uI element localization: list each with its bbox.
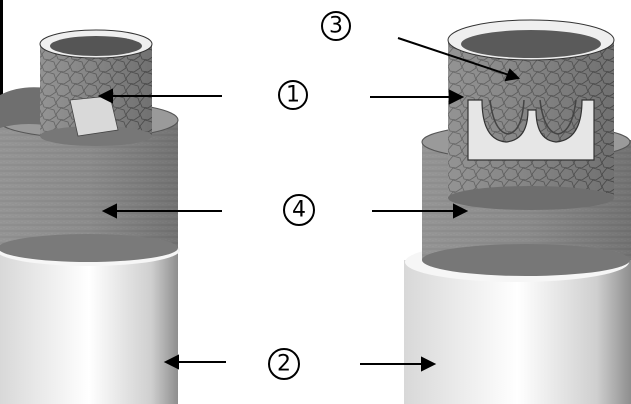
label-2-text: 2	[277, 352, 291, 377]
label-3: 3	[322, 12, 350, 40]
label-4-text: 4	[292, 198, 306, 223]
label-1-text: 1	[286, 83, 300, 108]
label-1: 1	[279, 81, 307, 109]
label-2: 2	[269, 349, 299, 379]
left-vessel	[0, 30, 180, 404]
label-3-text: 3	[329, 14, 343, 39]
label-4: 4	[284, 195, 314, 225]
